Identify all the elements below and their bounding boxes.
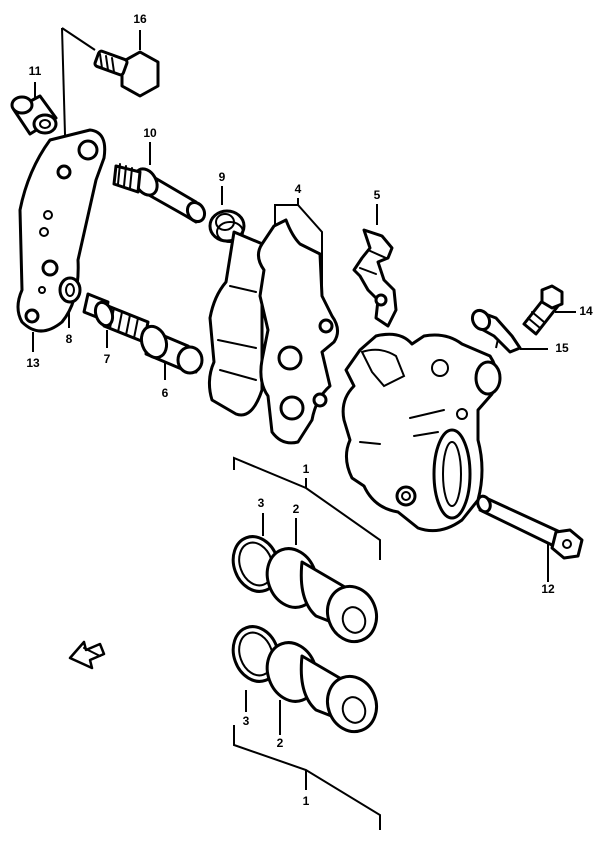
callout-14: 14 — [579, 304, 593, 318]
callout-5: 5 — [374, 188, 381, 202]
callout-3-lower: 3 — [243, 714, 250, 728]
callout-15: 15 — [555, 341, 569, 355]
callout-1-lower: 1 — [303, 794, 310, 808]
part-pin-10 — [112, 163, 207, 224]
part-pin-6 — [139, 324, 204, 375]
part-washer-8 — [58, 276, 82, 304]
callout-12: 12 — [541, 582, 555, 596]
callout-11: 11 — [29, 64, 42, 78]
part-bleeder-cap-15 — [470, 308, 522, 354]
callout-7: 7 — [104, 352, 111, 366]
callout-13: 13 — [26, 356, 40, 370]
callout-4: 4 — [295, 182, 302, 196]
callout-2-upper: 2 — [293, 502, 300, 516]
callout-3-upper: 3 — [258, 496, 265, 510]
part-piston-upper — [231, 535, 379, 644]
part-caliper-body — [341, 332, 502, 533]
callout-1-upper: 1 — [303, 462, 310, 476]
callout-8: 8 — [66, 332, 73, 346]
part-bracket-13 — [16, 128, 107, 333]
callout-labels: 16 11 10 9 4 5 14 15 13 8 7 6 1 3 2 12 3… — [26, 12, 593, 808]
part-sleeve-11 — [10, 94, 58, 136]
part-bleeder-14 — [522, 284, 564, 336]
callout-9: 9 — [219, 170, 226, 184]
part-spring-clip-5 — [352, 228, 398, 328]
callout-6: 6 — [162, 386, 169, 400]
part-bolt-12 — [476, 494, 584, 560]
part-piston-lower — [231, 625, 379, 734]
part-brake-pads-4 — [207, 218, 339, 445]
callout-16: 16 — [133, 12, 147, 26]
callout-10: 10 — [143, 126, 157, 140]
part-bolt-16 — [93, 49, 160, 98]
callout-2-lower: 2 — [277, 736, 284, 750]
part-pin-bolt-7 — [82, 292, 150, 344]
leader-lines — [32, 27, 576, 830]
direction-arrow-icon — [68, 640, 106, 670]
